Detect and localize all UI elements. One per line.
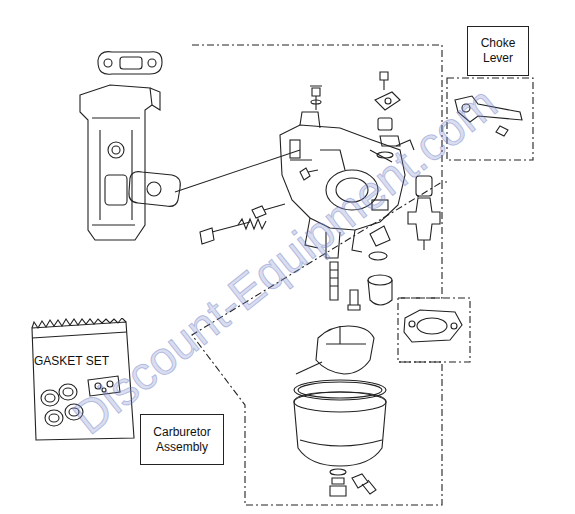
box-label: Carburetor Assembly bbox=[145, 425, 219, 455]
gasket-outline bbox=[398, 298, 470, 362]
carb-gasket bbox=[129, 150, 300, 206]
choke-lever-part bbox=[455, 96, 522, 136]
float-bowl bbox=[294, 380, 386, 466]
bowl-gasket bbox=[404, 310, 462, 342]
idle-screw bbox=[200, 204, 285, 244]
assembly-outline bbox=[192, 45, 447, 505]
choke-outline bbox=[447, 78, 533, 160]
carburetor-body bbox=[280, 112, 405, 258]
gasket-bag: GASKET SET bbox=[28, 318, 138, 444]
bowl-bolt bbox=[330, 469, 376, 496]
bowl-parts-right bbox=[368, 226, 392, 305]
label-box: Choke Lever bbox=[467, 26, 529, 76]
throttle-parts bbox=[310, 72, 414, 158]
insulator-gasket bbox=[98, 52, 162, 75]
bag-outline bbox=[28, 318, 138, 444]
pilot-screw bbox=[300, 168, 318, 180]
label-box: Carburetor Assembly bbox=[140, 414, 224, 465]
bag-label: GASKET SET bbox=[34, 354, 109, 368]
float bbox=[296, 326, 374, 374]
mounting-bracket bbox=[80, 85, 160, 240]
watermark: Discount-Equipment.com bbox=[62, 75, 507, 445]
box-label: Choke Lever bbox=[472, 36, 524, 66]
fuel-valve bbox=[408, 176, 440, 250]
main-jet bbox=[330, 262, 360, 310]
